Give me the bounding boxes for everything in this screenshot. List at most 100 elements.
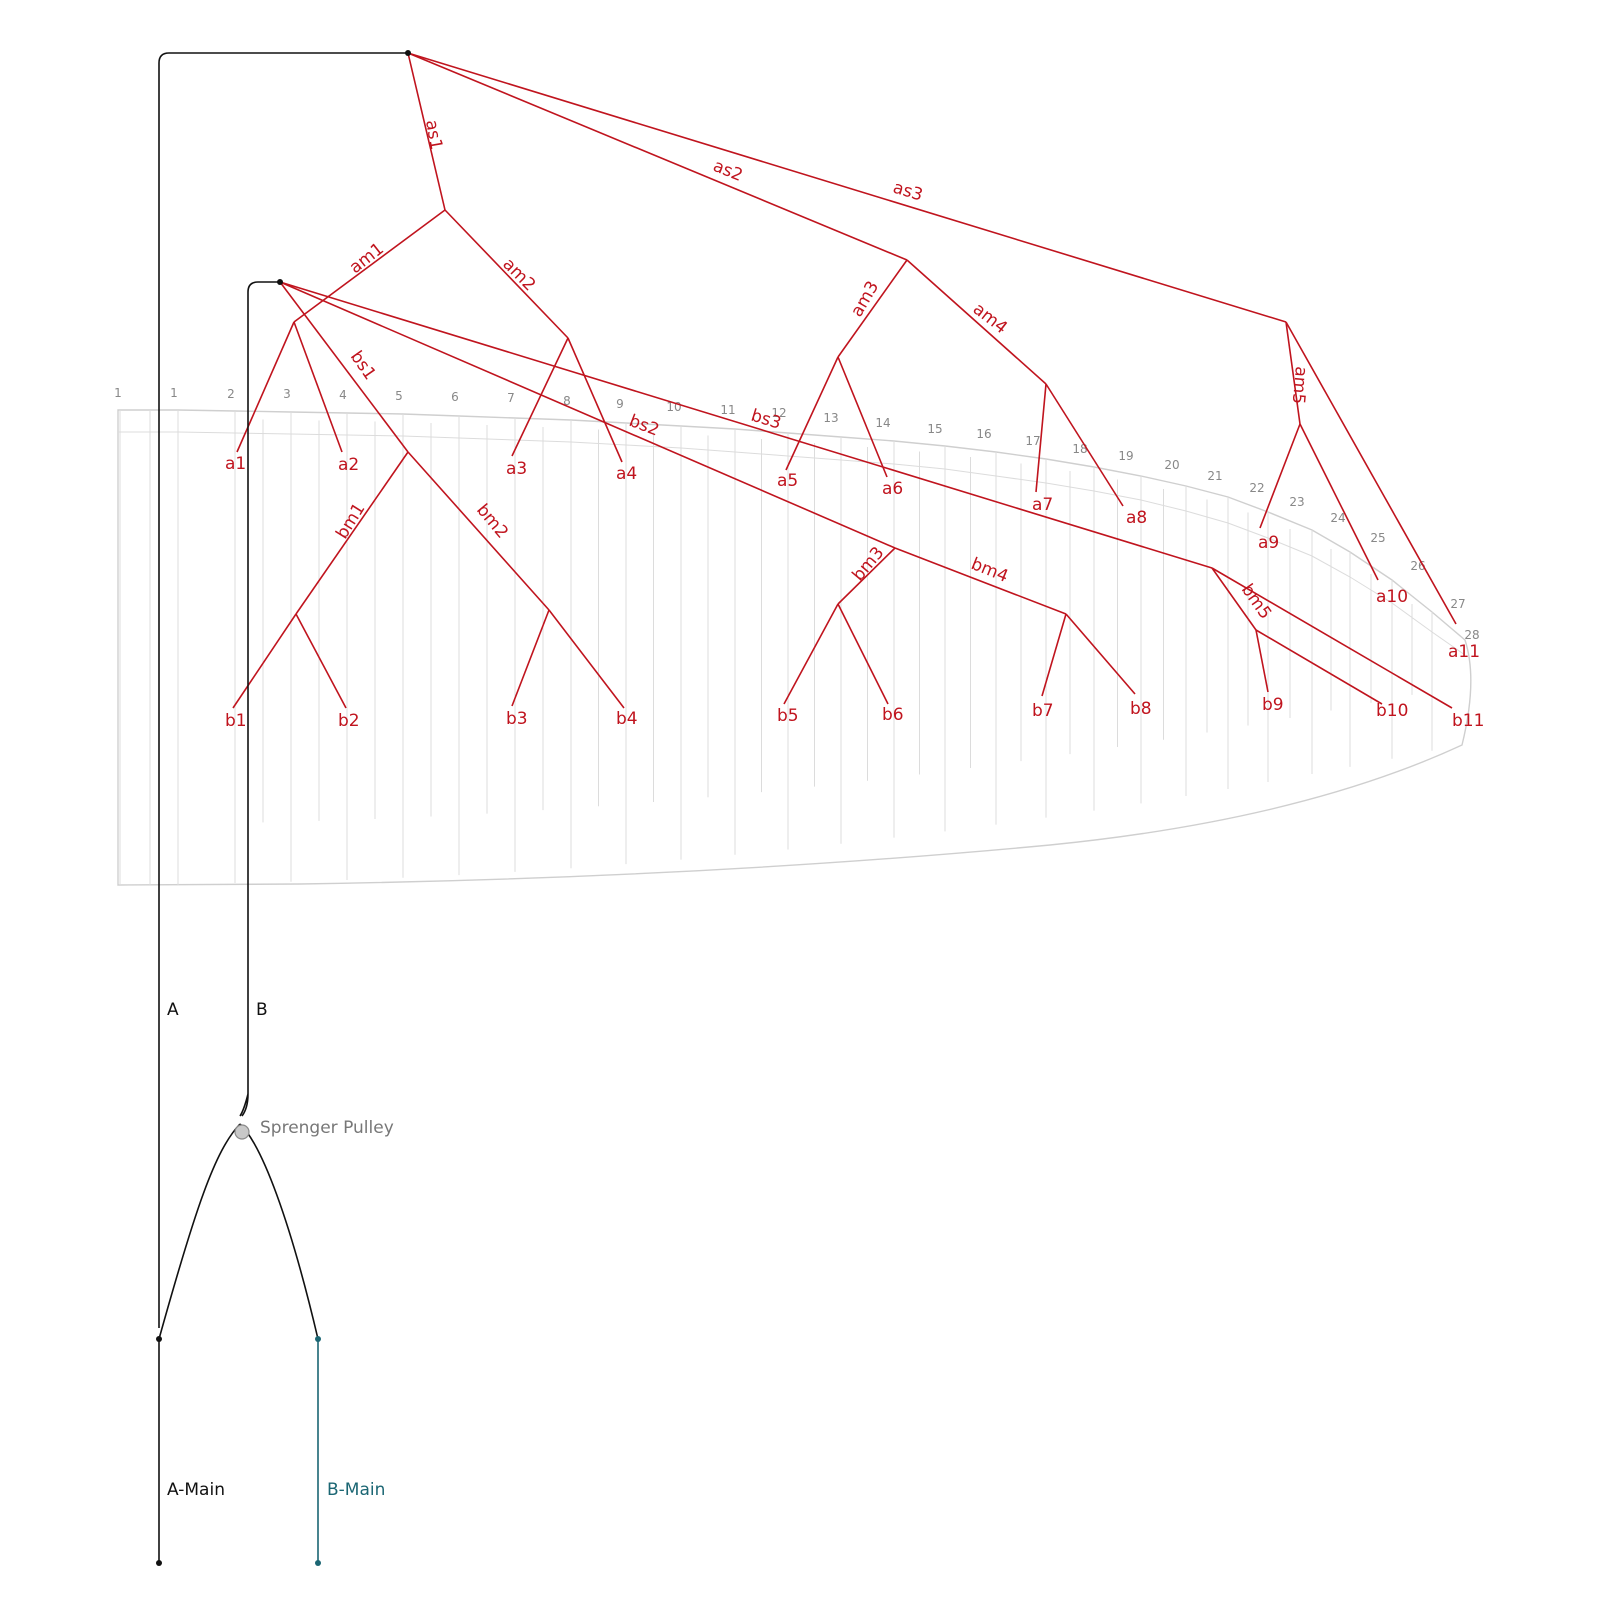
line-label-am1: am1: [346, 239, 388, 278]
gallery-line-segment: [783, 603, 839, 705]
riser-b-line: [247, 281, 280, 1094]
line-label-bm3: bm3: [849, 543, 889, 585]
gallery-line-segment: [1285, 321, 1301, 425]
a-main-label: A-Main: [167, 1480, 225, 1500]
line-label-am3: am3: [847, 278, 883, 321]
cell-number: 16: [976, 427, 991, 441]
line-label-am5: am5: [1288, 366, 1311, 405]
riser-b-top-node: [277, 279, 283, 285]
line-label-bm4: bm4: [968, 554, 1011, 587]
gallery-line-segment: [1065, 613, 1136, 695]
attachment-b11: b11: [1452, 711, 1484, 731]
cell-number: 25: [1370, 531, 1385, 545]
cell-number: 12: [771, 406, 786, 420]
gallery-line-segment: [1255, 629, 1269, 693]
gallery-line-segment: [236, 321, 295, 453]
gallery-line-segment: [837, 259, 908, 358]
riser-a-label: A: [167, 1000, 179, 1020]
attachment-b4: b4: [616, 709, 638, 729]
attachment-b10: b10: [1376, 701, 1408, 721]
b-main-bottom-node: [315, 1560, 321, 1566]
line-label-as1: as1: [421, 118, 446, 151]
cell-number: 2: [227, 387, 235, 401]
gallery-line-segment: [279, 281, 1213, 569]
riser-b-loop: [239, 1093, 249, 1117]
attachment-a5: a5: [777, 471, 798, 491]
gallery-line-segment: [407, 52, 908, 261]
attachment-a8: a8: [1126, 508, 1147, 528]
line-label-bs2: bs2: [626, 411, 662, 441]
attachment-b7: b7: [1032, 701, 1054, 721]
attachment-a9: a9: [1258, 533, 1279, 553]
gallery-line-segment: [1285, 321, 1457, 625]
cell-number: 19: [1118, 449, 1133, 463]
attachment-a10: a10: [1376, 587, 1408, 607]
attachment-b3: b3: [506, 709, 528, 729]
gallery-line-segment: [785, 356, 839, 471]
cell-number: 14: [875, 416, 890, 430]
gallery-line-segment: [1035, 383, 1047, 493]
gallery-line-segment: [295, 613, 347, 709]
line-label-am4: am4: [969, 299, 1011, 338]
attachment-a1: a1: [225, 454, 246, 474]
cell-number: 27: [1450, 597, 1465, 611]
cell-number: 21: [1207, 469, 1222, 483]
gallery-line-segment: [511, 609, 550, 707]
attachment-a6: a6: [882, 479, 903, 499]
cell-number: 1: [114, 386, 122, 400]
attachment-b9: b9: [1262, 695, 1284, 715]
gallery-line-segment: [1211, 567, 1453, 709]
main-lines: [156, 50, 411, 1566]
line-label-bm1: bm1: [332, 500, 369, 543]
a-main-top-node: [156, 1336, 162, 1342]
cell-number: 20: [1164, 458, 1179, 472]
attachment-b6: b6: [882, 705, 904, 725]
attachment-b1: b1: [225, 711, 247, 731]
cell-number: 28: [1464, 628, 1479, 642]
attachment-a11: a11: [1448, 642, 1480, 662]
gallery-line-segment: [1259, 423, 1301, 529]
gallery-line-segment: [511, 337, 569, 457]
cell-number: 13: [823, 411, 838, 425]
cascade-a-labels: as1 as2 as3 am1 am2 am3 am4 am5: [346, 118, 1311, 405]
line-label-as2: as2: [710, 156, 745, 186]
attachment-a2: a2: [338, 455, 359, 475]
riser-a-top-node: [405, 50, 411, 56]
gallery-line-segment: [279, 281, 896, 549]
gallery-line-segment: [906, 259, 1047, 385]
gallery-line-segment: [548, 609, 625, 709]
gallery-line-segment: [279, 281, 409, 453]
canopy-outline: [117, 409, 1472, 886]
gallery-line-segment: [1299, 423, 1379, 581]
cascade-b-labels: bs1 bs2 bs3 bm1 bm2 bm3 bm4 bm5: [332, 347, 1275, 623]
gallery-line-segment: [837, 547, 896, 605]
cell-number: 23: [1289, 495, 1304, 509]
b-main-top-node: [315, 1336, 321, 1342]
pulley-left-leg: [158, 1123, 241, 1340]
cell-number: 4: [339, 388, 347, 402]
cell-number: 11: [720, 403, 735, 417]
b-main-label: B-Main: [327, 1480, 385, 1500]
cell-number: 17: [1025, 434, 1040, 448]
riser-b-label: B: [256, 1000, 268, 1020]
attachment-labels-a: a1 a2 a3 a4 a5 a6 a7 a8 a9 a10 a11: [225, 454, 1480, 662]
gallery-line-segment: [1211, 567, 1257, 631]
gallery-line-segment: [407, 52, 1287, 323]
riser-a-line: [158, 52, 408, 1328]
gallery-line-segment: [837, 603, 889, 705]
cell-number: 8: [563, 394, 571, 408]
gallery-line-segment: [1041, 613, 1067, 697]
cell-number: 15: [927, 422, 942, 436]
cell-number: 18: [1072, 442, 1087, 456]
cell-number: 7: [507, 391, 515, 405]
cell-number: 5: [395, 389, 403, 403]
attachment-labels-b: b1 b2 b3 b4 b5 b6 b7 b8 b9 b10 b11: [225, 695, 1484, 731]
line-label-am2: am2: [498, 254, 539, 295]
gallery-lines: [232, 52, 1457, 709]
sprenger-pulley-label: Sprenger Pulley: [260, 1118, 394, 1138]
attachment-a3: a3: [506, 459, 527, 479]
line-label-bm2: bm2: [472, 500, 512, 542]
cell-number: 3: [283, 387, 291, 401]
attachment-a4: a4: [616, 464, 637, 484]
gallery-line-segment: [293, 209, 446, 323]
